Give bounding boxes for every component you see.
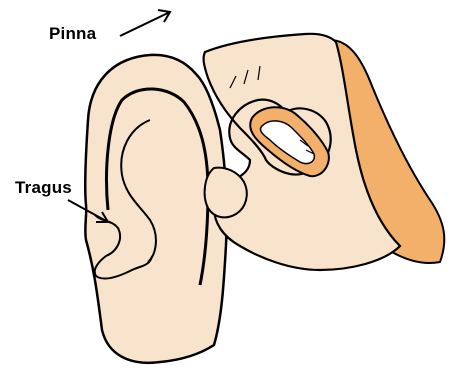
pinna-arrow [120, 10, 170, 36]
tragus-label: Tragus [15, 178, 72, 198]
pinna-label: Pinna [49, 24, 96, 44]
